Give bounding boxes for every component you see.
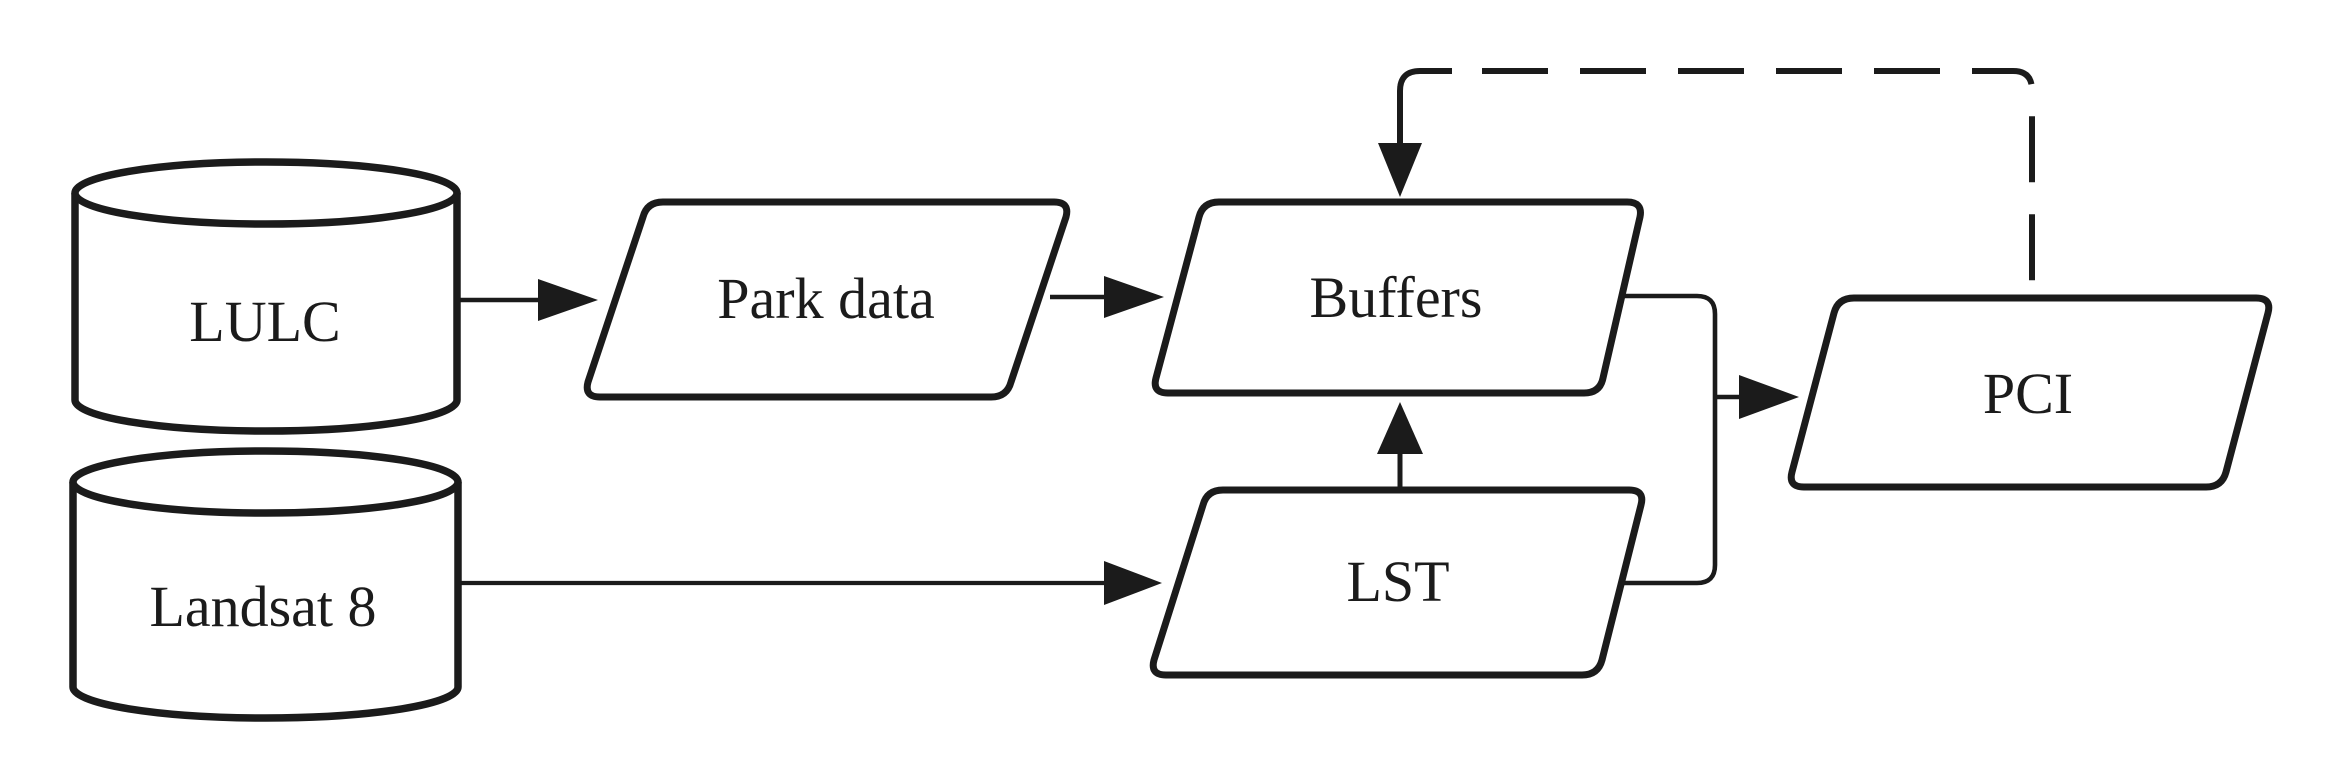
node-buffers: Buffers [1151, 198, 1644, 397]
node-label-lulc: LULC [189, 289, 340, 354]
node-label-lst: LST [1346, 549, 1449, 614]
parallelogram-shape [583, 198, 1071, 401]
cylinder-body [71, 193, 461, 435]
arrowhead-up-icon [1377, 402, 1423, 454]
node-lst: LST [1149, 486, 1646, 679]
arrowhead-right-icon [1104, 276, 1164, 318]
parallelogram-shape [1149, 486, 1646, 679]
merge-bracket-line [1621, 293, 1718, 586]
node-label-park-data: Park data [717, 266, 934, 331]
arrowhead-right-icon [1739, 375, 1799, 419]
parallelogram-shape [1787, 294, 2273, 491]
node-lulc: LULC [71, 158, 461, 435]
node-label-buffers: Buffers [1310, 265, 1483, 330]
node-label-pci: PCI [1983, 361, 2073, 426]
edge-pci-feedback-to-buffers [1378, 68, 2035, 294]
arrowhead-down-icon [1378, 143, 1422, 197]
cylinder-body [69, 482, 462, 722]
nodes-layer: LULC Landsat 8 Park data Buffers LS [69, 158, 2273, 722]
cylinder-top [69, 447, 462, 517]
edges-layer [457, 68, 2035, 605]
edge-lst-to-buffers [1377, 402, 1423, 490]
node-pci: PCI [1787, 294, 2273, 491]
parallelogram-shape [1151, 198, 1644, 397]
edge-lulc-to-park-data [457, 279, 598, 321]
arrowhead-right-icon [538, 279, 598, 321]
feedback-solid-corner-line [1397, 68, 1452, 150]
node-landsat8: Landsat 8 [69, 447, 462, 722]
feedback-dashed-line [1482, 68, 2035, 294]
edge-landsat8-to-lst [458, 561, 1162, 605]
node-label-landsat8: Landsat 8 [149, 574, 376, 639]
edge-park-data-to-buffers [1050, 276, 1164, 318]
cylinder-top [71, 158, 461, 228]
arrowhead-right-icon [1104, 561, 1162, 605]
edge-merge-to-pci [1621, 293, 1799, 586]
node-park-data: Park data [583, 198, 1071, 401]
